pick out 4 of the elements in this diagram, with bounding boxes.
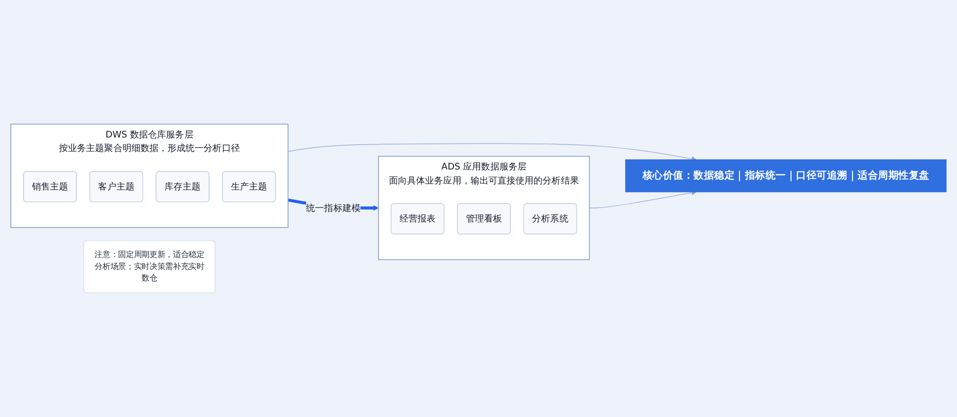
arrow — [288, 143, 697, 162]
edge-label: 统一指标建模 — [306, 202, 360, 214]
arrow — [589, 190, 697, 208]
node-box: 核心价值：数据稳定｜指标统一｜口径可追溯｜适合周期性复盘 — [625, 159, 946, 192]
